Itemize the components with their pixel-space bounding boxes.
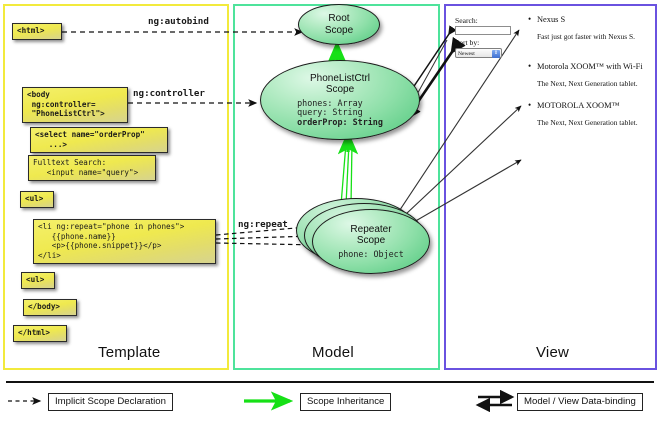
view-sort-select[interactable]: Newest ⇕ (455, 48, 502, 58)
legend-label-model-view-data-binding: Model / View Data-binding (517, 393, 643, 411)
scope-phonelistctrl-title: PhoneListCtrl Scope (309, 72, 371, 96)
code-box-li-repeat[interactable]: <li ng:repeat="phone in phones"> {{phone… (33, 219, 216, 265)
connector-label-ng-autobind: ng:autobind (148, 16, 209, 27)
scope-phonelistctrl[interactable]: PhoneListCtrl Scope phones: Array query:… (260, 60, 420, 140)
view-phone-name-1: Motorola XOOM™ with Wi-Fi (528, 61, 643, 71)
legend-label-implicit-scope-declaration: Implicit Scope Declaration (48, 393, 173, 411)
panel-label-template: Template (98, 344, 161, 361)
panel-label-model: Model (312, 344, 354, 361)
view-phone-name-0: Nexus S (528, 14, 565, 24)
code-box-fulltext[interactable]: Fulltext Search: <input name="query"> (28, 155, 156, 182)
prop-query: query: String (297, 107, 363, 118)
view-phone-snippet-2: The Next, Next Generation tablet. (537, 118, 638, 127)
prop-phones: phones: Array (297, 97, 363, 108)
scope-repeater[interactable]: Repeater Scope phone: Object (312, 209, 430, 274)
scope-root[interactable]: Root Scope (298, 4, 380, 45)
prop-orderprop: orderProp: String (297, 116, 383, 127)
panel-model (233, 4, 440, 370)
prop-phone: phone: Object (338, 248, 404, 259)
scope-phonelistctrl-props: phones: Array query: String orderProp: S… (297, 97, 383, 128)
view-search-label: Search: (455, 16, 478, 25)
code-box-html-open[interactable]: <html> (12, 23, 62, 40)
scope-repeater-props: phone: Object (338, 248, 404, 260)
code-box-body-close[interactable]: </body> (23, 299, 77, 316)
view-sort-selected-value: Newest (458, 51, 475, 57)
legend-divider (6, 381, 654, 383)
view-search-input[interactable] (455, 26, 511, 35)
view-phone-snippet-0: Fast just got faster with Nexus S. (537, 32, 635, 41)
code-box-ul-close[interactable]: <ul> (21, 272, 55, 289)
scope-repeater-title: Repeater Scope (350, 223, 392, 247)
code-box-ul-open[interactable]: <ul> (20, 191, 54, 208)
connector-label-ng-controller: ng:controller (133, 88, 205, 99)
chevron-updown-icon[interactable]: ⇕ (492, 50, 500, 58)
connector-label-ng-repeat: ng:repeat (238, 219, 288, 230)
code-box-html-close[interactable]: </html> (13, 325, 67, 342)
view-phone-name-2: MOTOROLA XOOM™ (528, 100, 620, 110)
code-box-select[interactable]: <select name="orderProp" ...> (30, 127, 168, 154)
view-sort-label: Sort by: (455, 38, 480, 47)
code-box-body-open[interactable]: <body ng:controller= "PhoneListCtrl"> (22, 87, 128, 123)
legend-marker-model-view-data-binding (475, 389, 515, 413)
view-phone-snippet-1: The Next, Next Generation tablet. (537, 79, 638, 88)
panel-label-view: View (536, 344, 570, 361)
scope-root-title: Root Scope (324, 13, 354, 36)
panel-view (444, 4, 657, 370)
legend-label-scope-inheritance: Scope Inheritance (300, 393, 392, 411)
